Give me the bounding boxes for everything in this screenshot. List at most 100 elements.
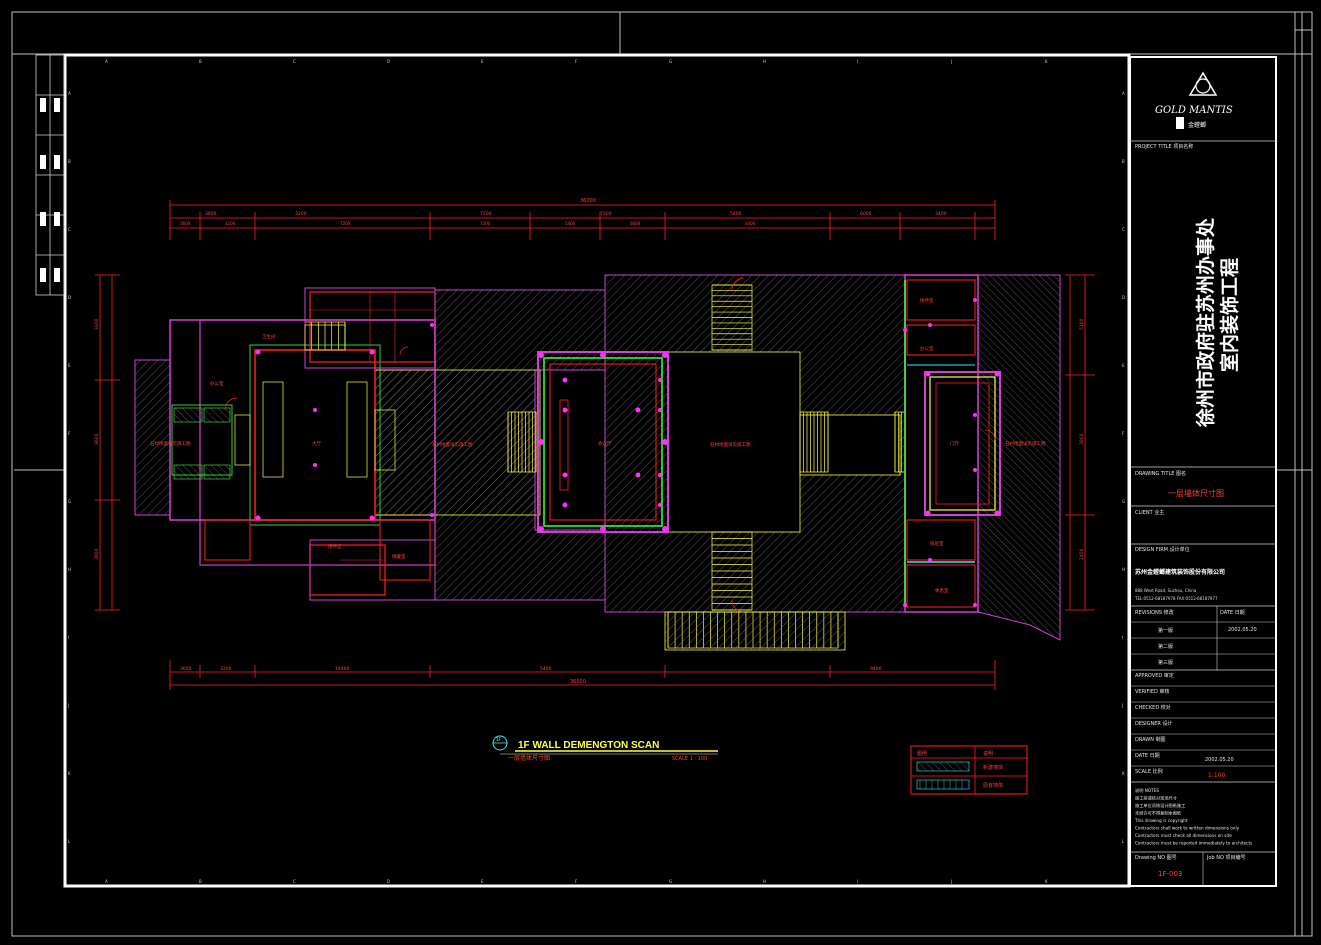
drawing-no-label: Drawing NO 图号: [1135, 855, 1177, 861]
titleblock-note-line: 施工前请核对现场尺寸: [1135, 795, 1177, 802]
titleblock: GOLD MANTIS 金螳螂 PROJECT TITLE 项目名称 徐州市政府…: [1130, 71, 1276, 886]
legend-header-symbol: 图例: [917, 750, 927, 757]
titleblock-note-line: 说明 NOTES: [1135, 787, 1159, 794]
scale-label: SCALE 比例: [1135, 768, 1163, 775]
drawn-label: DRAWN 制图: [1135, 736, 1166, 743]
room-label-storage: 储藏室: [392, 553, 406, 560]
legend-item-2: 原有墙体: [983, 782, 1003, 789]
room-label-room_br2: 休息室: [935, 587, 949, 594]
grid-row-right-I: I: [1122, 635, 1123, 640]
dim-top-sub: 5400: [565, 221, 576, 226]
room-label-hall_left: 大厅: [312, 440, 321, 447]
dim-top-part: 7200: [600, 211, 612, 217]
dim-top-part: 3200: [295, 211, 307, 217]
right-building-walls: [904, 274, 1001, 613]
dim-right-part: 2400: [1079, 548, 1085, 560]
drawing-caption: 1F 1F WALL DEMENGTON SCAN 一层墙体尺寸图 SCALE …: [492, 735, 718, 762]
dim-left-part: 3900: [94, 548, 100, 560]
grid-col-bottom-J: J: [950, 879, 952, 884]
dim-bottom-part: 3600: [180, 666, 192, 672]
client-label: CLIENT 业主: [1135, 509, 1164, 516]
dim-right-part: 3900: [1079, 433, 1085, 445]
grid-row-left-D: D: [68, 295, 71, 300]
dim-top-part: 3600: [205, 211, 217, 217]
titleblock-note-line: Contractors shall work to written dimens…: [1135, 826, 1240, 831]
dim-top-sub: 3400: [745, 221, 756, 226]
project-title-line2: 室内装饰工程: [1218, 258, 1241, 372]
date-label: DATE 日期: [1220, 610, 1245, 616]
bottom-stair-platform: [664, 611, 846, 651]
grid-row-left-L: L: [68, 839, 71, 844]
room-label-office2: 接待室: [328, 543, 342, 550]
grid-col-bottom-G: G: [669, 879, 672, 884]
grid-col-bottom-C: C: [293, 879, 296, 884]
grid-col-bottom-D: D: [387, 879, 390, 884]
grid-col-top-D: D: [387, 59, 390, 64]
room-labels: 大厅会议厅门厅办公室接待室卫生间储藏室石材地面详见施工图石材地面详见施工图石材地…: [150, 297, 1046, 594]
dim-top-part: 6000: [860, 211, 872, 217]
stair-outline: [507, 411, 537, 473]
drawing-no: 1F-003: [1158, 870, 1182, 878]
dim-bottom-part: 14400: [335, 666, 349, 672]
dim-top-parts: 3600360032003200720072007200720054005400…: [180, 211, 947, 226]
titleblock-notes: 说明 NOTES施工前请核对现场尺寸施工单位须按设计图纸施工未经许可不得复制本图…: [1134, 787, 1252, 846]
dim-top-sub: 7200: [340, 221, 351, 226]
job-no-label: Job NO 项目编号: [1206, 854, 1246, 861]
grid-row-right-E: E: [1122, 363, 1125, 368]
dim-right-parts: 5100 3900 2400: [1079, 318, 1085, 560]
grid-col-bottom-A: A: [105, 879, 108, 884]
approved-label: APPROVED 审定: [1135, 672, 1174, 679]
revision-date: 2002.05.20: [1228, 627, 1257, 633]
room-label-corridor_left: 石材地面详见施工图: [150, 440, 191, 447]
left-dimension-chain: [95, 274, 120, 611]
logo: GOLD MANTIS 金螳螂: [1155, 71, 1233, 129]
bottom-dimension-chain: [169, 660, 996, 690]
center-hall-area: [667, 351, 801, 533]
verified-label: VERIFIED 审核: [1135, 688, 1169, 695]
dim-top-sub: 3600: [180, 221, 191, 226]
grid-row-right-G: G: [1122, 499, 1125, 504]
room-label-wc: 卫生间: [262, 333, 276, 340]
right-dimension-chain: [1065, 274, 1095, 611]
caption-title: 1F WALL DEMENGTON SCAN: [518, 740, 659, 751]
grid-row-left-C: C: [68, 227, 71, 232]
logo-text: GOLD MANTIS: [1155, 105, 1233, 116]
left-hall-columns: [255, 323, 434, 521]
drawing-title: 一层墙体尺寸图: [1168, 488, 1224, 498]
dim-top-sub: 3200: [225, 221, 236, 226]
grid-row-right-F: F: [1122, 431, 1125, 436]
revision-3: 第三版: [1158, 659, 1173, 666]
grid-row-right-J: J: [1121, 703, 1123, 708]
room-label-room_tr2: 办公室: [920, 345, 934, 352]
hatched-areas: [134, 274, 1061, 641]
room-label-office1: 办公室: [210, 380, 224, 387]
legend-item-1: 新建墙体: [983, 764, 1003, 771]
grid-col-bottom-K: K: [1045, 879, 1048, 884]
design-firm-tel: TEL:0512-68187978 FAX:0512-68187977: [1134, 596, 1218, 601]
grid-row-left-J: J: [67, 703, 69, 708]
room-label-room_tr1: 接待室: [920, 297, 934, 304]
titleblock-note-line: Contractors must be reported immediately…: [1135, 841, 1252, 846]
revision-1: 第一版: [1158, 627, 1173, 634]
dim-bottom-total: 36000: [570, 679, 586, 685]
stair-outline: [799, 411, 829, 473]
dim-bottom-part: 3200: [220, 666, 232, 672]
design-firm-name: 苏州金螳螂建筑装饰股份有限公司: [1135, 568, 1225, 576]
side-revision-strip: [35, 54, 65, 296]
caption-scale: SCALE 1 : 100: [672, 756, 707, 762]
stair-outline: [711, 284, 753, 351]
date2-value: 2002.05.20: [1205, 757, 1234, 763]
grid-row-right-K: K: [1122, 771, 1125, 776]
checked-label: CHECKED 校对: [1135, 704, 1171, 711]
dim-top-part: 3400: [935, 211, 947, 217]
dim-right-part: 5100: [1079, 318, 1085, 330]
grid-col-top-C: C: [293, 59, 296, 64]
project-title-label: PROJECT TITLE 项目名称: [1135, 143, 1193, 150]
scale-value: 1:100: [1208, 772, 1225, 779]
titleblock-note-line: 施工单位须按设计图纸施工: [1135, 802, 1185, 809]
grid-col-bottom-H: H: [763, 879, 766, 884]
room-label-hall_right: 门厅: [950, 440, 959, 447]
